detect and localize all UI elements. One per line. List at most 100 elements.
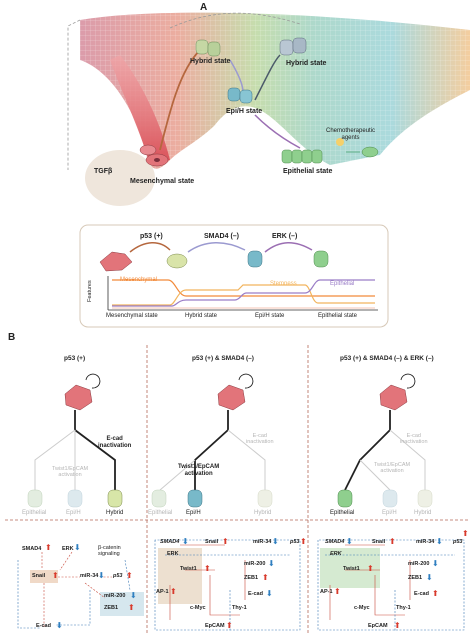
- net2-erk: ERK: [167, 551, 179, 557]
- up-arrow-icon: ⬆: [462, 529, 469, 538]
- col2-bottom-hybrid: Hybrid: [254, 510, 272, 516]
- mesenchymal-curve: [112, 279, 375, 297]
- up-arrow-icon: ⬆: [45, 543, 52, 552]
- network-highlight-col2: [158, 548, 202, 604]
- col1-bottom-hybrid: Hybrid: [106, 510, 124, 516]
- tree-col2: [151, 373, 273, 508]
- net1-mir200: miR-200: [104, 593, 126, 599]
- down-arrow-icon: ⬇: [272, 537, 279, 546]
- col1-bottom-epih: Epi/H: [66, 510, 81, 516]
- net1-zeb1: ZEB1: [104, 605, 119, 611]
- path-to-hybrid-arrow: [159, 49, 201, 151]
- down-arrow-icon: ⬇: [56, 621, 63, 630]
- epithelial-curve: [112, 279, 375, 307]
- mesenchymal-cells-icon: [139, 144, 169, 167]
- net2-cmyc: c-Myc: [190, 605, 206, 611]
- hybrid-cells-right-icon: [279, 37, 307, 56]
- net3-thy1: Thy-1: [396, 605, 411, 611]
- net3-ap1: AP-1: [320, 589, 333, 595]
- features-axis-label: Features: [87, 280, 93, 302]
- up-arrow-icon: ⬆: [367, 564, 374, 573]
- down-arrow-icon: ⬇: [98, 571, 105, 580]
- hybrid-state-left-label: Hybrid state: [190, 58, 231, 65]
- net2-thy1: Thy-1: [232, 605, 247, 611]
- net1-smad4: SMAD4: [22, 546, 42, 552]
- timeline-box: [79, 224, 389, 328]
- hybrid-state-right-label: Hybrid state: [286, 60, 327, 67]
- state-label-epih: Epi/H state: [255, 313, 285, 319]
- col3-bottom-epih: Epi/H: [382, 510, 397, 516]
- net3-p53: p53: [453, 539, 463, 545]
- net2-mir200: miR-200: [244, 561, 266, 567]
- col3-bottom-hybrid: Hybrid: [414, 510, 432, 516]
- down-arrow-icon: ⬇: [426, 573, 433, 582]
- net1-p53: p53: [113, 573, 123, 579]
- net3-ecad: E-cad: [414, 591, 429, 597]
- down-arrow-icon: ⬇: [432, 559, 439, 568]
- up-arrow-icon: ⬆: [128, 603, 135, 612]
- path-to-epithelial-arrow: [254, 114, 301, 149]
- col1-faint-label: Twist1/EpCAM activation: [52, 466, 89, 479]
- net2-zeb1: ZEB1: [244, 575, 259, 581]
- net3-cmyc: c-Myc: [354, 605, 370, 611]
- net3-mir200: miR-200: [408, 561, 430, 567]
- hybrid-cells-left-icon: [195, 39, 221, 57]
- col2-faint-label: E-cad inactivation: [246, 433, 274, 446]
- network-lines-col3-blue: [317, 539, 465, 632]
- net2-p53: p53: [290, 539, 300, 545]
- timeline-cells: [99, 250, 329, 272]
- net2-epcam: EpCAM: [205, 623, 225, 629]
- timeline-arrow-1: [129, 242, 171, 253]
- epi-h-cells-icon: [227, 87, 253, 104]
- up-arrow-icon: ⬆: [222, 537, 229, 546]
- network-lines-col3: [329, 544, 411, 620]
- col3-faint-label: E-cad inactivation: [400, 433, 428, 446]
- state-label-epithelial: Epithelial state: [318, 313, 358, 319]
- up-arrow-icon: ⬆: [52, 571, 59, 580]
- up-arrow-icon: ⬆: [334, 587, 341, 596]
- net1-ecad: E-cad: [36, 623, 51, 629]
- energy-landscape: [67, 12, 470, 170]
- network-lines-col1-blue: [17, 559, 131, 629]
- epi-h-state-label: Epi/H state: [226, 108, 263, 115]
- up-arrow-icon: ⬆: [204, 564, 211, 573]
- down-arrow-icon: ⬇: [182, 537, 189, 546]
- curve-label-mesenchymal: Mesenchymal: [120, 277, 158, 283]
- net2-ap1: AP-1: [156, 589, 169, 595]
- down-arrow-icon: ⬇: [74, 543, 81, 552]
- col1-branch-label: E-cad inactivation: [98, 436, 132, 449]
- stroma-region: [85, 150, 155, 206]
- col1-bottom-epithelial: Epithelial: [22, 510, 47, 516]
- col2-title: p53 (+) & SMAD4 (–): [192, 355, 254, 362]
- net3-erk: ERK: [330, 551, 342, 557]
- net2-ecad: E-cad: [248, 591, 263, 597]
- net2-smad4: SMAD4: [160, 539, 180, 545]
- epithelial-cells-icon: [281, 149, 323, 164]
- col2-bottom-epih: Epi/H: [186, 510, 201, 516]
- down-arrow-icon: ⬇: [266, 589, 273, 598]
- down-arrow-icon: ⬇: [436, 537, 443, 546]
- timeline-arrow-2: [187, 242, 246, 253]
- col3-faint-label-2: Twist1/EpCAM activation: [374, 462, 411, 475]
- state-label-hybrid: Hybrid state: [185, 313, 218, 319]
- network-lines-col1: [41, 551, 112, 628]
- zeb-box-col1: [100, 592, 144, 616]
- state-label-mesenchymal: Mesenchymal state: [106, 313, 158, 319]
- up-arrow-icon: ⬆: [226, 621, 233, 630]
- net1-bcatenin: β-catenin signaling: [98, 545, 121, 558]
- net3-snail: Snail: [372, 539, 386, 545]
- col2-branch-label: Twist1/EpCAM activation: [178, 464, 220, 477]
- net3-zeb1: ZEB1: [408, 575, 423, 581]
- net3-epcam: EpCAM: [368, 623, 388, 629]
- tgfb-label: TGFβ: [94, 168, 113, 175]
- net3-smad4: SMAD4: [325, 539, 345, 545]
- mesenchymal-state-label: Mesenchymal state: [130, 178, 195, 185]
- col1-title: p53 (+): [64, 355, 86, 362]
- chemo-agent-icon: [336, 138, 379, 158]
- col3-title: p53 (+) & SMAD4 (–) & ERK (–): [340, 355, 434, 362]
- up-arrow-icon: ⬆: [126, 571, 133, 580]
- net1-mir34: miR-34: [80, 573, 99, 579]
- net3-twist1: Twist1: [343, 566, 360, 572]
- down-arrow-icon: ⬇: [130, 591, 137, 600]
